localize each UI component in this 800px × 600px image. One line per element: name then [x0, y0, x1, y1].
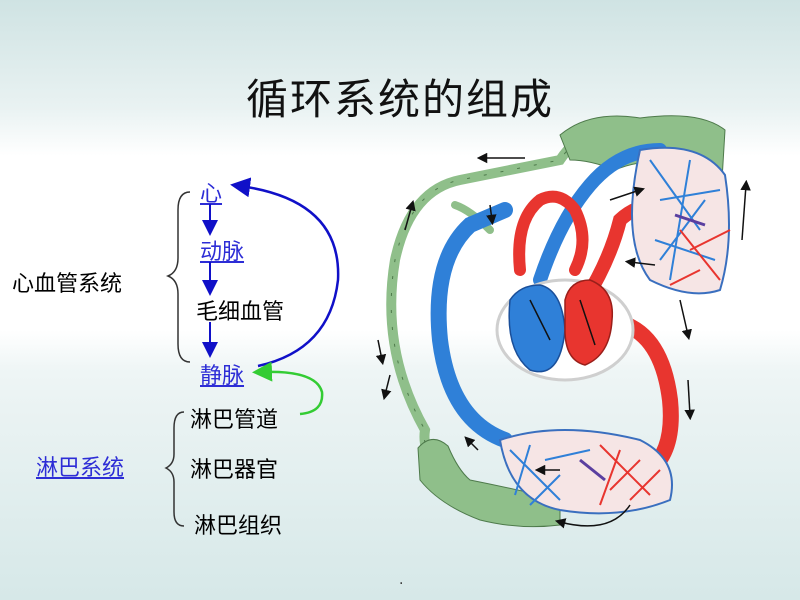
circulation-illustration: [375, 115, 751, 529]
flow-arrow-9: [554, 504, 631, 529]
cardio-brace: [165, 191, 191, 363]
flow-arrow-8: [679, 299, 692, 341]
red-upper-branch: [513, 190, 589, 276]
lymph-brace: [164, 411, 185, 527]
link-vein[interactable]: 静脉: [200, 364, 245, 389]
flow-arrow-2: [404, 199, 416, 231]
lymph-small-duct: [451, 201, 494, 234]
footer-dot: .: [399, 572, 404, 588]
link-lymph-system[interactable]: 淋巴系统: [36, 456, 125, 481]
lymph-tissue-label: 淋巴组织: [194, 514, 283, 539]
lymph-organ-label: 淋巴器官: [190, 458, 279, 483]
capillary-label: 毛细血管: [196, 300, 285, 325]
pulmonary-artery: [533, 143, 667, 287]
systemic-vein: [430, 202, 513, 448]
lung-capillary-bed: [631, 146, 731, 295]
flow-arrow-12: [624, 257, 656, 268]
flow-arrow-7: [684, 379, 695, 421]
link-artery[interactable]: 动脉: [200, 240, 245, 265]
flow-arrow-13: [609, 186, 645, 201]
flow-arrow-4: [381, 374, 392, 401]
heart: [495, 278, 635, 382]
flow-arrow-3: [375, 339, 387, 366]
flow-arrow-5: [486, 204, 497, 226]
page-title: 循环系统的组成: [245, 75, 554, 124]
arrow-vein-to-heart: [230, 177, 340, 368]
arrow-lymph-to-vein: [252, 361, 324, 416]
link-heart[interactable]: 心: [200, 182, 223, 207]
lymph-vessel-label: 淋巴管道: [190, 408, 279, 433]
flow-arrow-6: [740, 179, 751, 241]
body-capillary-bed: [498, 429, 673, 515]
flow-arrow-10: [464, 436, 479, 451]
cardio-system-label: 心血管系统: [12, 272, 123, 297]
